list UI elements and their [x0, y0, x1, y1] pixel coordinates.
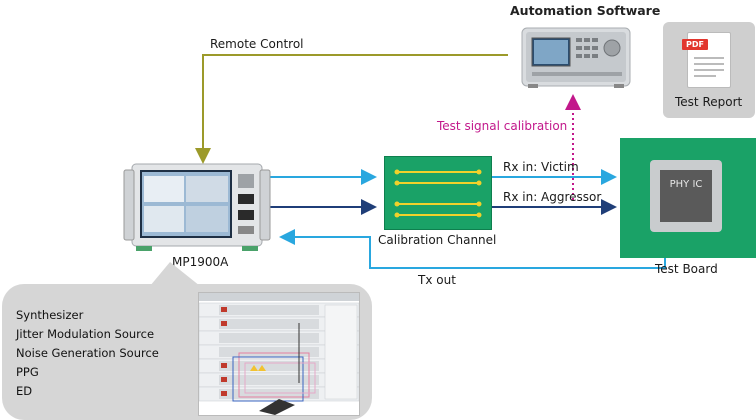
automation-software-instrument[interactable]	[520, 22, 632, 90]
signal-quality-analyzer-icon	[123, 163, 271, 251]
callout-item: Synthesizer	[16, 308, 84, 322]
test-board-label: Test Board	[655, 262, 718, 276]
test-report-label: Test Report	[675, 95, 743, 109]
automation-software-title: Automation Software	[510, 3, 661, 18]
calibration-traces-icon	[394, 169, 482, 218]
callout-item: Noise Generation Source	[16, 346, 159, 360]
mp1900a-callout: Synthesizer Jitter Modulation Source Noi…	[2, 284, 372, 420]
module-configuration-screenshot	[198, 292, 360, 416]
tx-out-label: Tx out	[418, 273, 456, 287]
rx-aggressor-label: Rx in: Aggressor	[503, 190, 602, 204]
mp1900a-label: MP1900A	[172, 255, 229, 269]
calibration-channel-label: Calibration Channel	[378, 233, 497, 247]
phy-ic-label: PHY IC	[660, 170, 712, 222]
tx-out-line	[279, 229, 666, 269]
mp1900a-instrument[interactable]	[122, 160, 272, 252]
callout-item: ED	[16, 384, 33, 398]
pdf-badge: PDF	[682, 39, 708, 50]
calibration-channel-box[interactable]	[384, 156, 492, 230]
remote-control-label: Remote Control	[210, 37, 304, 51]
callout-item: PPG	[16, 365, 39, 379]
test-instrument-icon	[521, 27, 631, 88]
pdf-document-icon: PDF	[682, 32, 731, 88]
module-configuration-icon	[198, 293, 360, 415]
test-board[interactable]: PHY IC	[620, 138, 756, 258]
rx-victim-label: Rx in: Victim	[503, 160, 579, 174]
test-signal-calibration-label: Test signal calibration	[437, 119, 568, 133]
callout-item: Jitter Modulation Source	[16, 327, 155, 341]
test-report-card[interactable]: PDF Test Report	[663, 22, 755, 118]
callout-module-list: Synthesizer Jitter Modulation Source Noi…	[16, 306, 159, 401]
remote-control-line	[195, 54, 508, 164]
phy-ic-chip[interactable]: PHY IC	[650, 160, 722, 232]
